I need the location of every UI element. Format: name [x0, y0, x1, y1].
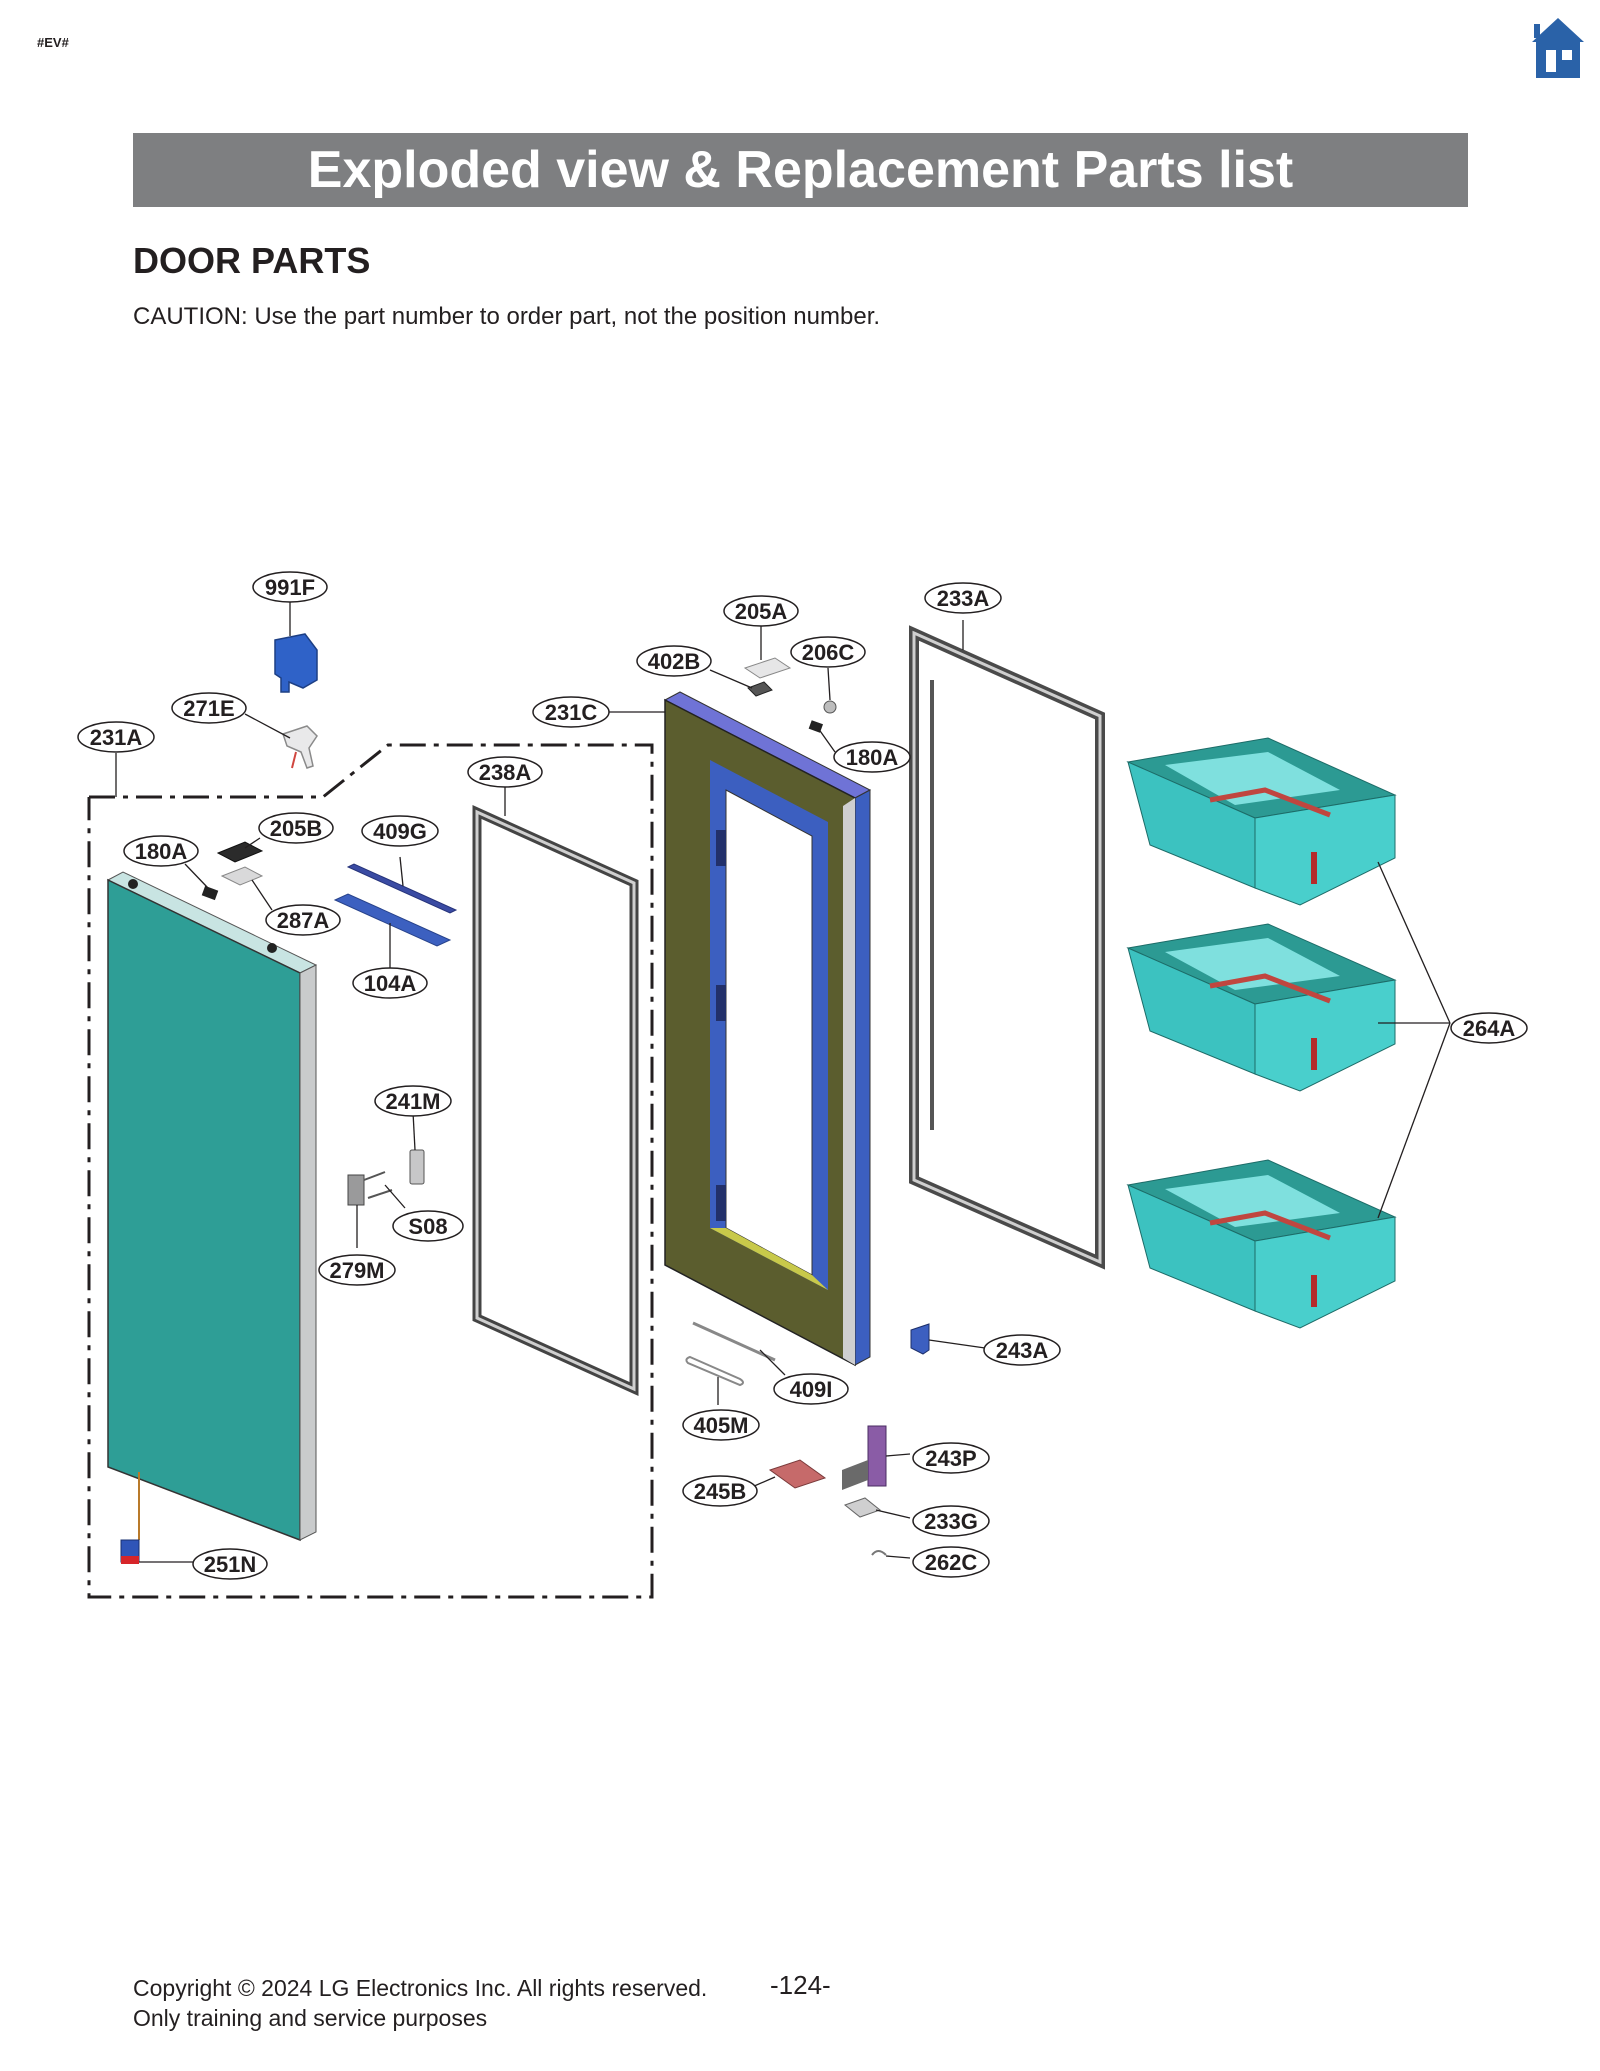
callout-180A-top: 180A — [833, 741, 911, 773]
callout-243P: 243P — [912, 1442, 990, 1474]
clip-262C-shape — [871, 1550, 887, 1556]
section-heading: DOOR PARTS — [133, 240, 371, 281]
svg-text:180A: 180A — [846, 745, 899, 770]
pin-233G-shape — [843, 1497, 882, 1518]
svg-text:238A: 238A — [479, 760, 532, 785]
callout-233G: 233G — [912, 1505, 990, 1537]
svg-text:409G: 409G — [373, 819, 427, 844]
svg-text:991F: 991F — [265, 575, 315, 600]
callout-405M: 405M — [682, 1409, 760, 1441]
svg-text:205B: 205B — [270, 816, 323, 841]
clip-180A-top-shape — [808, 720, 824, 733]
svg-text:287A: 287A — [277, 908, 330, 933]
svg-text:245B: 245B — [694, 1479, 747, 1504]
callout-409G: 409G — [361, 815, 439, 847]
svg-text:279M: 279M — [329, 1258, 384, 1283]
bin-1-shape — [1126, 737, 1397, 906]
caution-note: CAUTION: Use the part number to order pa… — [133, 303, 881, 330]
strip-409G-shape — [346, 863, 458, 914]
callout-271E: 271E — [171, 692, 247, 724]
purpose-text: Only training and service purposes — [133, 2005, 488, 2031]
callout-238A: 238A — [467, 756, 543, 788]
assembly-outline — [87, 743, 654, 1599]
strip-104A-shape — [333, 893, 452, 947]
svg-text:241M: 241M — [385, 1089, 440, 1114]
cap-991F-shape — [274, 633, 318, 693]
svg-text:S08: S08 — [408, 1214, 447, 1239]
bracket-205A-shape — [743, 657, 792, 679]
heater-405M-shape — [685, 1355, 744, 1387]
screw-206C-shape — [823, 700, 837, 714]
page-number: -124- — [770, 1970, 831, 2000]
callout-206C: 206C — [790, 636, 866, 668]
block-402B-shape — [747, 681, 773, 697]
callout-231C: 231C — [532, 696, 610, 728]
home-icon[interactable] — [1530, 16, 1586, 82]
callout-402B: 402B — [636, 645, 712, 677]
svg-text:233A: 233A — [937, 586, 990, 611]
page-tag: #EV# — [37, 35, 69, 50]
svg-text:243P: 243P — [925, 1446, 976, 1471]
svg-text:206C: 206C — [802, 640, 855, 665]
page-title: Exploded view & Replacement Parts list — [133, 133, 1468, 207]
cam-245B-shape — [768, 1459, 827, 1489]
callout-243A: 243A — [983, 1334, 1061, 1366]
clip-180A-left-shape — [201, 885, 219, 901]
bin-3-shape — [1126, 1159, 1397, 1329]
svg-text:264A: 264A — [1463, 1016, 1516, 1041]
latch-241M-shape — [409, 1149, 425, 1185]
wire-409I-shape — [692, 1321, 776, 1362]
callout-262C: 262C — [912, 1546, 990, 1578]
svg-text:233G: 233G — [924, 1509, 978, 1534]
svg-text:405M: 405M — [693, 1413, 748, 1438]
svg-text:262C: 262C — [925, 1550, 978, 1575]
callout-S08: S08 — [392, 1210, 464, 1242]
gasket-238A-shape — [472, 805, 639, 1396]
callout-991F: 991F — [252, 571, 328, 603]
callout-205B: 205B — [258, 812, 334, 844]
callout-287A: 287A — [265, 904, 341, 936]
svg-text:231A: 231A — [90, 725, 143, 750]
switch-251N-shape — [120, 1472, 140, 1564]
callout-264A: 264A — [1450, 1012, 1528, 1044]
svg-text:409I: 409I — [790, 1377, 833, 1402]
hinge-243P-shape — [842, 1425, 887, 1490]
gasket-233A-shape — [909, 625, 1105, 1270]
callout-205A: 205A — [723, 595, 799, 627]
door-panel-shape — [106, 871, 318, 1542]
svg-text:231C: 231C — [545, 700, 598, 725]
svg-text:205A: 205A — [735, 599, 788, 624]
svg-text:243A: 243A — [996, 1338, 1049, 1363]
footer: Copyright © 2024 LG Electronics Inc. All… — [133, 1973, 707, 2033]
cover-205B-shape — [216, 841, 264, 863]
bracket-243A-shape — [910, 1323, 930, 1355]
bracket-271E-shape — [282, 725, 318, 769]
callout-279M: 279M — [318, 1254, 396, 1286]
door-frame-231C-shape — [663, 691, 872, 1367]
svg-text:271E: 271E — [183, 696, 234, 721]
callout-409I: 409I — [773, 1373, 849, 1405]
svg-text:180A: 180A — [135, 839, 188, 864]
svg-text:402B: 402B — [648, 649, 701, 674]
callout-104A: 104A — [352, 967, 428, 999]
callout-245B: 245B — [682, 1475, 758, 1507]
bin-2-shape — [1126, 923, 1397, 1092]
pad-287A-shape — [220, 866, 264, 886]
leader-lines — [115, 602, 1451, 1563]
callout-241M: 241M — [374, 1085, 452, 1117]
copyright-text: Copyright © 2024 LG Electronics Inc. All… — [133, 1975, 708, 2001]
callout-251N: 251N — [192, 1548, 268, 1580]
callout-233A: 233A — [924, 582, 1002, 614]
svg-text:104A: 104A — [364, 971, 417, 996]
callout-180A-left: 180A — [123, 835, 199, 867]
callout-231A: 231A — [77, 721, 155, 753]
hinge-279M-shape — [347, 1171, 393, 1206]
svg-text:251N: 251N — [204, 1552, 257, 1577]
